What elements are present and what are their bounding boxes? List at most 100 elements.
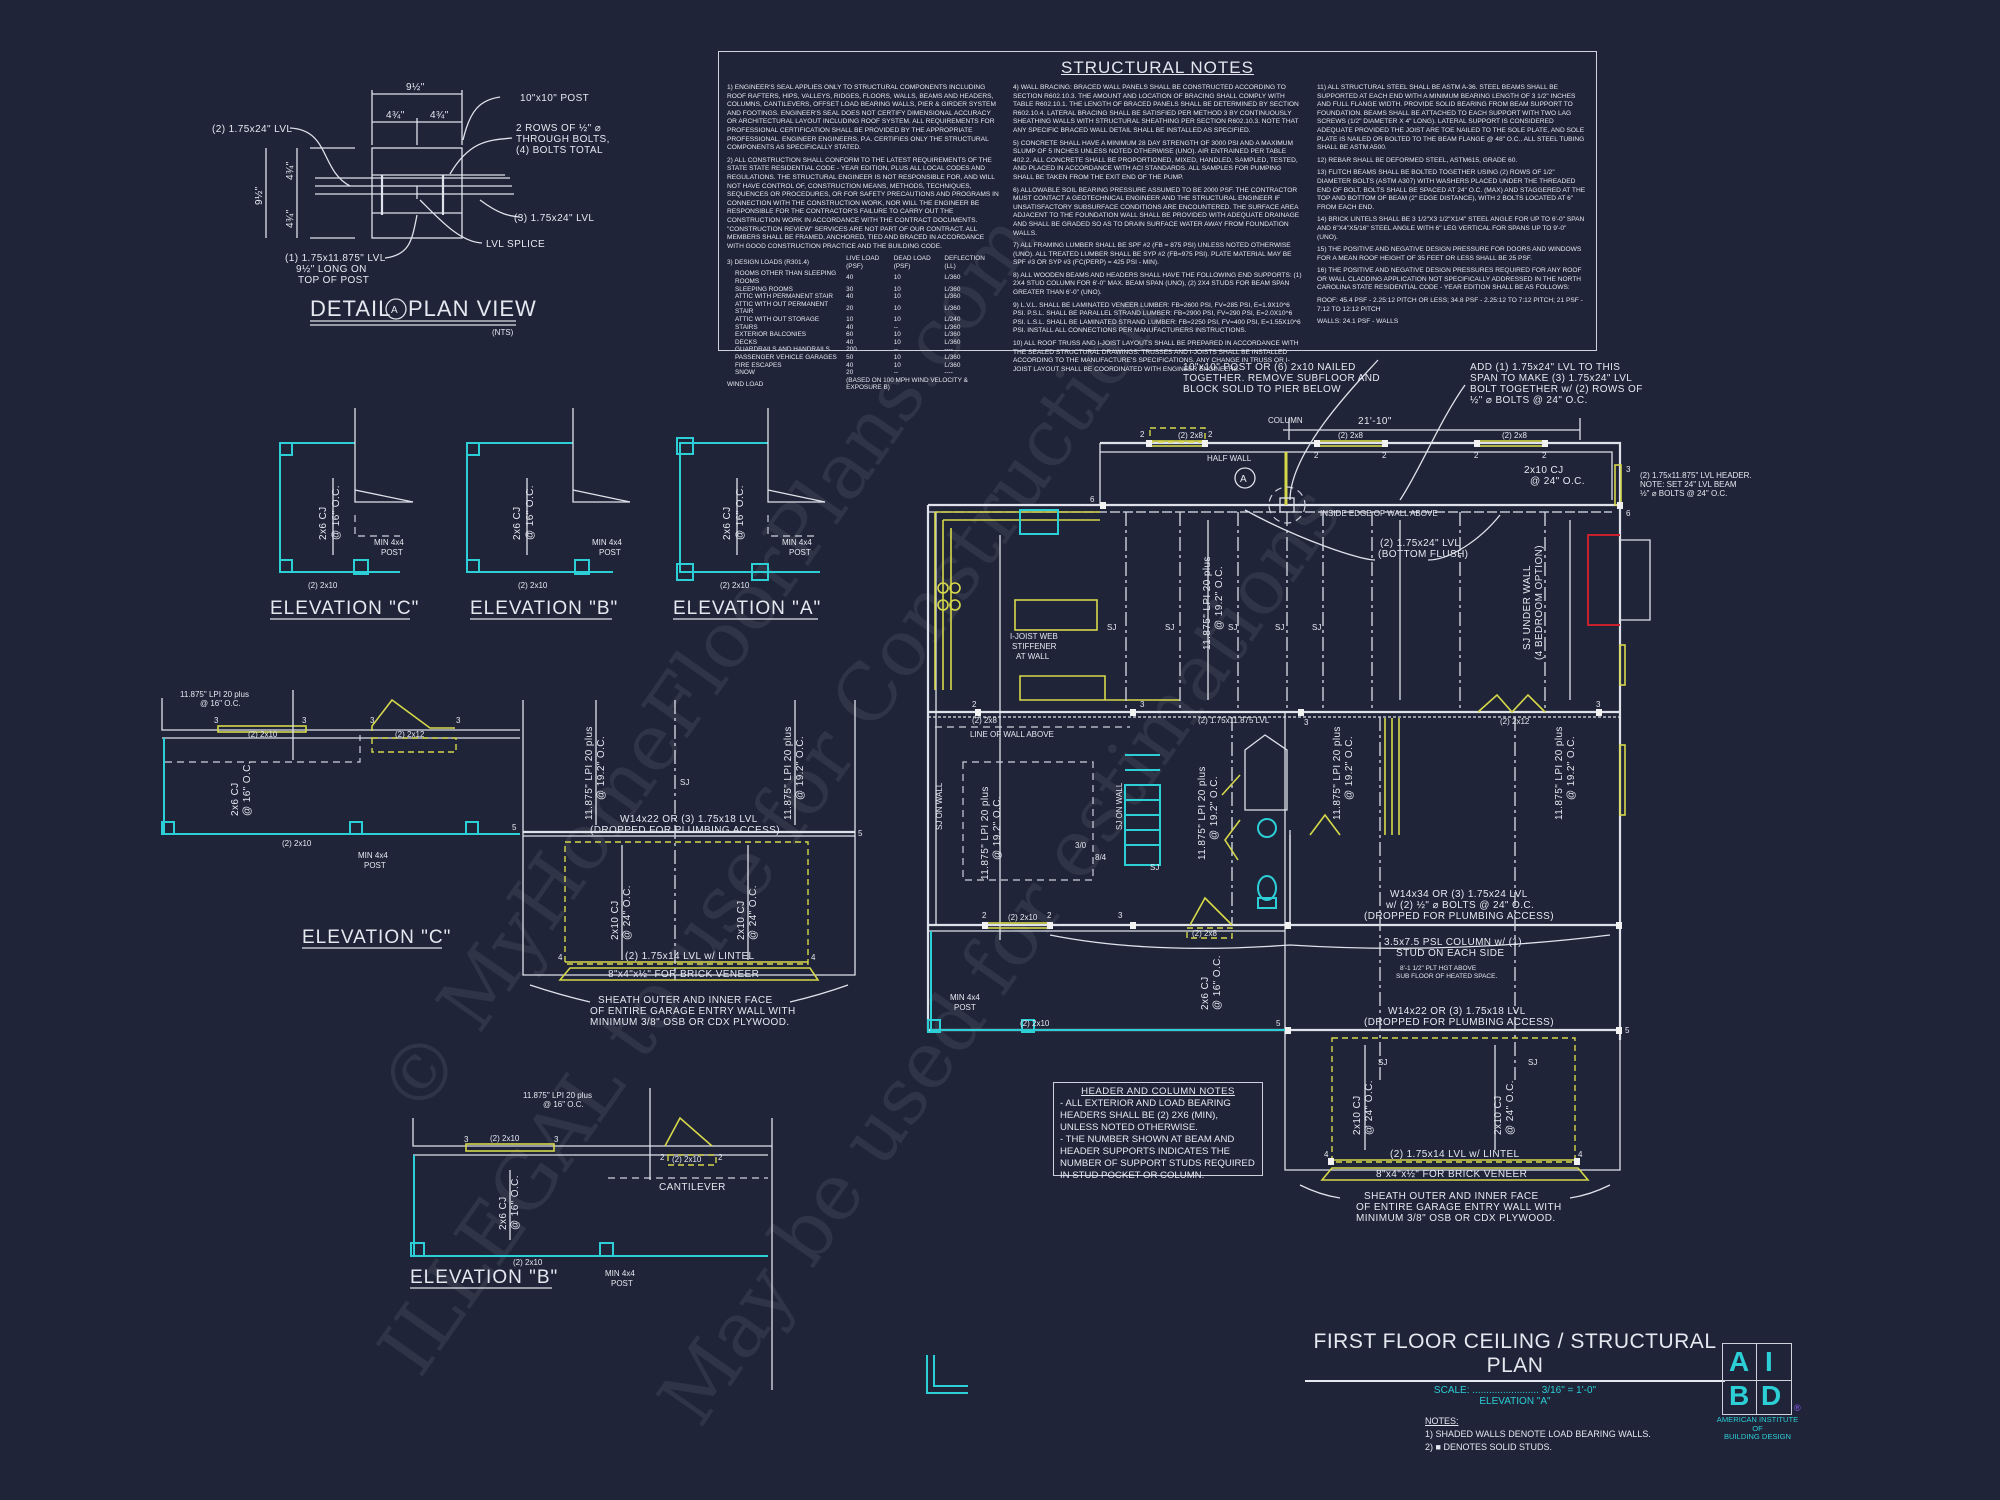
load-row: Stairs40--L/360 — [727, 324, 999, 332]
note: 9) L.V.L. shall be laminated veneer lumb… — [1013, 301, 1301, 335]
load-row: Attic with permanent stair4010L/360 — [727, 293, 999, 301]
dim-half-left: 4¾" — [386, 110, 405, 121]
header-note: - THE NUMBER SHOWN AT BEAM AND HEADER SU… — [1060, 1134, 1255, 1181]
cj-spacing: @ 16" O.C. — [1212, 955, 1223, 1010]
post-label: POST — [381, 548, 403, 557]
small-elevation-c: 2x6 CJ @ 16" O.C. MIN 4x4 POST (2) 2x10 … — [270, 408, 418, 620]
callout-top-lvl-1: (1) 1.75x11.875" LVL — [285, 253, 386, 264]
load-cell: -- — [893, 346, 899, 354]
stud-count: 3 — [1118, 911, 1123, 920]
load-cell: 60 — [846, 331, 854, 339]
lpi-spacing: @ 19.2" O.C. — [1214, 566, 1225, 630]
detail-a-plan-view: 9½" 4¾" 4¾" 9½" 4¾" 4¾" (2) 1.75x24" LVL… — [212, 82, 610, 337]
ijoist-spacing: @ 16" O.C. — [200, 699, 241, 708]
load-cell: L/360 — [944, 285, 961, 293]
stud-count: 3 — [456, 716, 461, 725]
load-cell: 10 — [893, 293, 901, 301]
load-cell: 10 — [893, 338, 901, 346]
web-stiffener-note: I-JOIST WEB — [1010, 632, 1058, 641]
porch-beam-label: (2) 2x10 — [282, 839, 312, 848]
notes-column-1: 1) Engineer's seal applies only to struc… — [727, 84, 999, 392]
org-line: AMERICAN INSTITUTE — [1716, 1415, 1799, 1424]
ijoist-label: 11.875" LPI 20 plus — [180, 690, 249, 699]
lpi-spacing: @ 19.2" O.C. — [992, 796, 1003, 860]
load-cell: 40 — [846, 323, 854, 331]
post-callout: 10"x10" POST OR (6) 2x10 NAILED — [1183, 362, 1356, 373]
stud-count: 2 — [1208, 430, 1213, 439]
cj-label: 2x6 CJ — [498, 1196, 509, 1230]
load-cell: L/360 — [944, 274, 961, 282]
sj-label: SJ — [1107, 623, 1116, 632]
header-label: (2) 2x8 — [1192, 929, 1217, 938]
cj-label: 2x10 CJ — [736, 901, 747, 941]
post-label: POST — [954, 1003, 976, 1012]
lpi-label: 11.875" LPI 20 plus — [1197, 766, 1208, 860]
elevation-title: ELEVATION "C" — [302, 927, 451, 948]
sheath-note: SHEATH OUTER AND INNER FACE — [1364, 1191, 1539, 1202]
load-row: Sleeping rooms3010L/360 — [727, 286, 999, 294]
load-cell: L/360 — [944, 331, 961, 339]
lpi-label: 11.875" LPI 20 plus — [584, 726, 595, 820]
cantilever-label: CANTILEVER — [659, 1182, 726, 1193]
column-label: COLUMN — [1268, 416, 1303, 425]
header-notes-title: HEADER AND COLUMN NOTES — [1081, 1086, 1235, 1097]
note: Walls: 24.1 PSF - walls — [1317, 318, 1399, 326]
note: 15) The positive and negative design pre… — [1317, 246, 1582, 262]
load-row: Snow20------ — [727, 369, 999, 377]
sj-label: SJ — [1275, 623, 1284, 632]
cj-spacing: @ 24" O.C. — [1505, 1080, 1516, 1135]
stud-count: 3 — [370, 716, 375, 725]
orientation-mark — [926, 1355, 968, 1394]
loads-heading: 3) Design loads (R301.4) — [727, 259, 810, 267]
web-stiffener-note: AT WALL — [1016, 652, 1050, 661]
note: 8) All wooden beams and headers shall ha… — [1013, 271, 1302, 297]
note: 16) The positive and negative design pre… — [1317, 267, 1582, 292]
load-cell: 200 — [846, 346, 857, 354]
header-label: (2) 2x8 — [972, 716, 997, 725]
sheet-note: 1) SHADED WALLS DENOTE LOAD BEARING WALL… — [1425, 1429, 1651, 1439]
note: Roof: 45.4 PSF - 2.25:12 pitch or less; … — [1317, 297, 1583, 313]
sj-label: SJ — [1312, 623, 1321, 632]
lvl-header-note: (2) 1.75x11.875" LVL HEADER. — [1640, 471, 1752, 480]
stud-count: 2 — [1314, 451, 1319, 460]
load-row: Decks4010L/360 — [727, 339, 999, 347]
dim-half-right: 4¾" — [430, 110, 449, 121]
solid-studs — [975, 440, 1623, 1165]
sheath-note: MINIMUM 3/8" OSB OR CDX PLYWOOD. — [1356, 1213, 1556, 1224]
registered-mark: ® — [1794, 1403, 1801, 1413]
load-cell: 10 — [893, 361, 901, 369]
stud-count: 3 — [554, 1135, 559, 1144]
sj-label: SJ — [680, 778, 689, 787]
porch-outline — [930, 931, 1285, 1031]
beam-label: W14x22 OR (3) 1.75x18 LVL — [1388, 1006, 1526, 1017]
porch-beam-label: (2) 2x10 — [1020, 1019, 1050, 1028]
add-lvl-callout: BOLT TOGETHER w/ (2) ROWS OF — [1470, 384, 1643, 395]
header-label: (2) 2x8 — [1502, 431, 1527, 440]
load-cell: Attic with out permanent stair — [735, 300, 829, 316]
stair — [1124, 754, 1161, 866]
load-row: Attic with out storage1010L/240 — [727, 316, 999, 324]
load-cell: L/360 — [944, 323, 961, 331]
sj-on-wall-label: SJ ON WALL — [935, 782, 944, 830]
lpi-label: 11.875" LPI 20 plus — [1554, 726, 1565, 820]
note: 12) Rebar shall be deformed steel, ASTM6… — [1317, 156, 1518, 164]
wind-label: Wind load — [727, 380, 764, 388]
sj-under-wall-label: SJ UNDER WALL — [1522, 565, 1533, 650]
header-label: (2) 2x10 — [490, 1134, 520, 1143]
post-label: POST — [364, 861, 386, 870]
note: 1) Engineer's seal applies only to struc… — [727, 84, 996, 152]
sj-label: SJ — [1378, 1058, 1387, 1067]
org-line: OF — [1752, 1423, 1763, 1433]
lvl-header-note: ½" ⌀ BOLTS @ 24" O.C. — [1640, 489, 1727, 498]
stud-count: 3 — [1304, 718, 1309, 727]
callout-bolts-2: THROUGH BOLTS, — [516, 134, 610, 145]
cj-spacing: @ 16" O.C. — [510, 1175, 521, 1230]
notes-title: STRUCTURAL NOTES — [1061, 58, 1254, 77]
main-beam-label: (2) 1.75x24" LVL — [1380, 538, 1460, 549]
load-cell: Fire escapes — [735, 361, 782, 369]
lpi-label: 11.875" LPI 20 plus — [1202, 556, 1213, 650]
stud-count: 3 — [214, 716, 219, 725]
load-cell: 10 — [893, 304, 901, 312]
small-elevation-a: 2x6 CJ @ 16" O.C. MIN 4x4 POST (2) 2x10 … — [673, 408, 826, 620]
